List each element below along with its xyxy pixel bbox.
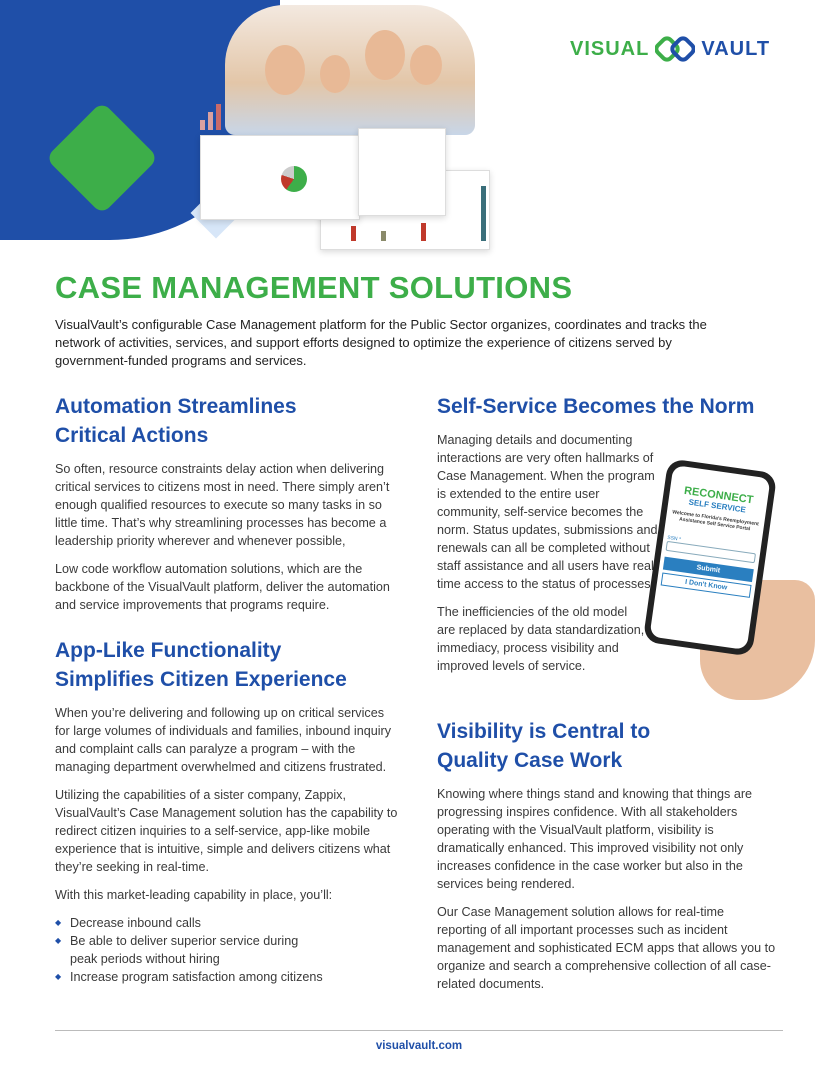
automation-paragraph-2: Low code workflow automation solutions, … <box>55 562 390 612</box>
footer-divider <box>55 1030 783 1031</box>
benefits-list: Decrease inbound calls Be able to delive… <box>55 914 400 986</box>
logo-text-visual: VISUAL <box>570 37 650 60</box>
list-item: Increase program satisfaction among citi… <box>55 968 400 986</box>
mini-bar-chart-graphic <box>200 100 240 130</box>
self-service-heading: Self-Service Becomes the Norm <box>437 395 755 418</box>
automation-paragraph-1: So often, resource constraints delay act… <box>55 462 390 548</box>
list-item: Decrease inbound calls <box>55 914 400 932</box>
right-column: Self-Service Becomes the Norm Managing d… <box>437 392 777 993</box>
self-service-paragraph-2: The inefficiencies of the old model are … <box>437 605 645 673</box>
logo-text-vault: VAULT <box>701 37 771 60</box>
visualvault-logo: VISUAL VAULT <box>570 36 770 62</box>
page-title: CASE MANAGEMENT SOLUTIONS <box>55 270 573 305</box>
app-like-paragraph-1: When you’re delivering and following up … <box>55 706 392 774</box>
visibility-paragraph-1: Knowing where things stand and knowing t… <box>437 787 753 891</box>
form-screenshot <box>358 128 446 216</box>
logo-chain-icon <box>655 36 696 62</box>
left-column: Automation Streamlines Critical Actions … <box>55 392 400 986</box>
intro-paragraph: VisualVault’s configurable Case Manageme… <box>55 317 707 368</box>
app-like-paragraph-3: With this market-leading capability in p… <box>55 888 333 902</box>
family-photo <box>225 5 475 135</box>
app-like-heading: App-Like Functionality Simplifies Citize… <box>55 639 347 691</box>
visibility-heading: Visibility is Central to Quality Case Wo… <box>437 720 651 772</box>
automation-heading: Automation Streamlines Critical Actions <box>55 395 297 447</box>
app-like-paragraph-2: Utilizing the capabilities of a sister c… <box>55 788 398 874</box>
case-list-screenshot <box>200 135 360 220</box>
visibility-paragraph-2: Our Case Management solution allows for … <box>437 905 776 991</box>
footer-url[interactable]: visualvault.com <box>375 1040 463 1052</box>
list-item: Be able to deliver superior service duri… <box>55 932 325 968</box>
self-service-paragraph-1: Managing details and documenting interac… <box>437 433 658 591</box>
